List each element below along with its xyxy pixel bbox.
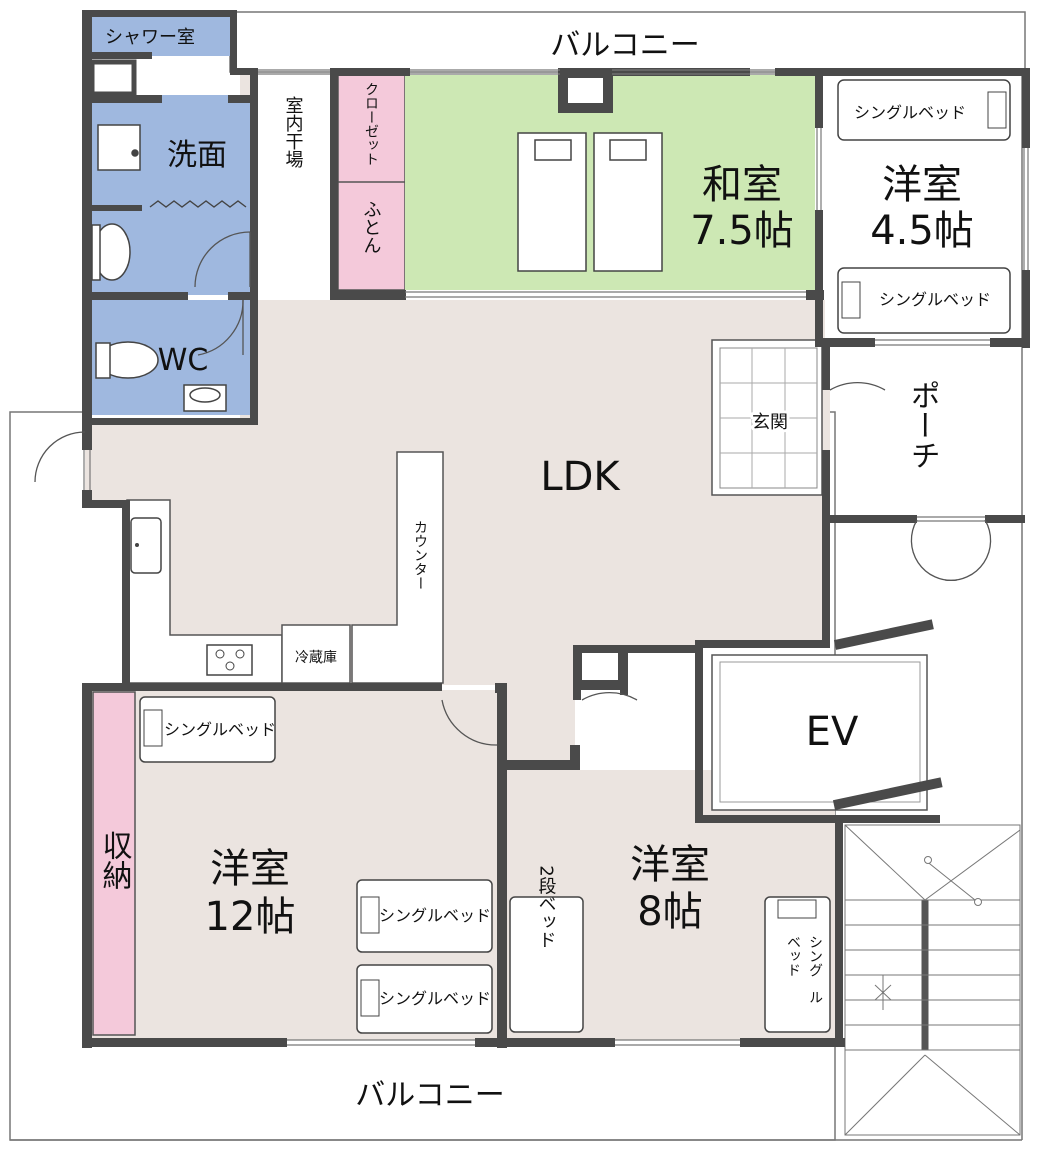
bed-label: シングルベッド — [879, 290, 991, 309]
bed-label: シングルベッド — [379, 906, 491, 925]
single-bed-6: シング ベッド ル — [764, 896, 831, 1033]
shower-curtain — [149, 200, 247, 208]
washroom-label: 洗面 — [167, 138, 227, 173]
stove-icon — [206, 644, 253, 676]
single-bed-1: シングルベッド — [837, 79, 1011, 141]
western-mid-size: 8帖 — [637, 889, 702, 935]
western-large-size: 12帖 — [205, 894, 296, 940]
walls — [82, 10, 1030, 1048]
shower-label: シャワー室 — [105, 27, 195, 48]
elevator-shaft — [711, 654, 928, 811]
bed-label: シングルベッド — [164, 720, 276, 739]
japanese-room-name: 和室 — [702, 162, 782, 208]
storage-label: 収納 — [97, 830, 133, 890]
single-bed-5: シングルベッド — [356, 964, 493, 1034]
western-large-name: 洋室 — [210, 846, 290, 892]
entrance-label: 玄関 — [752, 412, 788, 433]
single-bed-3: シングルベッド — [139, 696, 276, 763]
fridge-space — [281, 624, 351, 684]
counter-label: カウンター — [412, 520, 428, 590]
door-swings — [34, 231, 992, 746]
entrance-tiles — [711, 339, 823, 496]
porch-label: ポーチ — [905, 380, 940, 470]
staircase — [844, 824, 1021, 1136]
ldk-label: LDK — [540, 454, 621, 500]
wc-label: WC — [158, 343, 209, 378]
japanese-room-size: 7.5帖 — [690, 208, 794, 254]
bed-label-vertical-b: ベッド — [785, 935, 801, 977]
western-small-size: 4.5帖 — [870, 208, 974, 254]
bunk-bed-label: 2段ベッド — [536, 865, 557, 948]
futon-beds — [517, 132, 663, 272]
windows — [83, 69, 1029, 1046]
balcony-bottom-label: バルコニー — [355, 1078, 504, 1113]
fridge-label: 冷蔵庫 — [295, 649, 337, 666]
western-small-name: 洋室 — [882, 162, 962, 208]
single-bed-4: シングルベッド — [356, 879, 493, 953]
bed-label-vertical-c: ル — [807, 990, 823, 1004]
wc-fixtures — [91, 124, 227, 412]
elevator-label: EV — [806, 709, 859, 755]
sink-icon — [130, 517, 162, 574]
bed-label-vertical-a: シング — [807, 935, 823, 977]
balcony-top-label: バルコニー — [550, 28, 699, 63]
closet-label: クローゼット — [363, 82, 379, 166]
bed-label: シングルベッド — [854, 103, 966, 122]
single-bed-2: シングルベッド — [837, 267, 1011, 334]
bunk-bed: 2段ベッド — [509, 865, 584, 1033]
indoor-drying-label: 室内干場 — [283, 96, 304, 169]
futon-label: ふとん — [361, 200, 382, 254]
ldk-floor — [85, 75, 830, 770]
western-mid-name: 洋室 — [630, 842, 710, 888]
bed-label: シングルベッド — [379, 989, 491, 1008]
storage-area — [92, 691, 136, 1036]
